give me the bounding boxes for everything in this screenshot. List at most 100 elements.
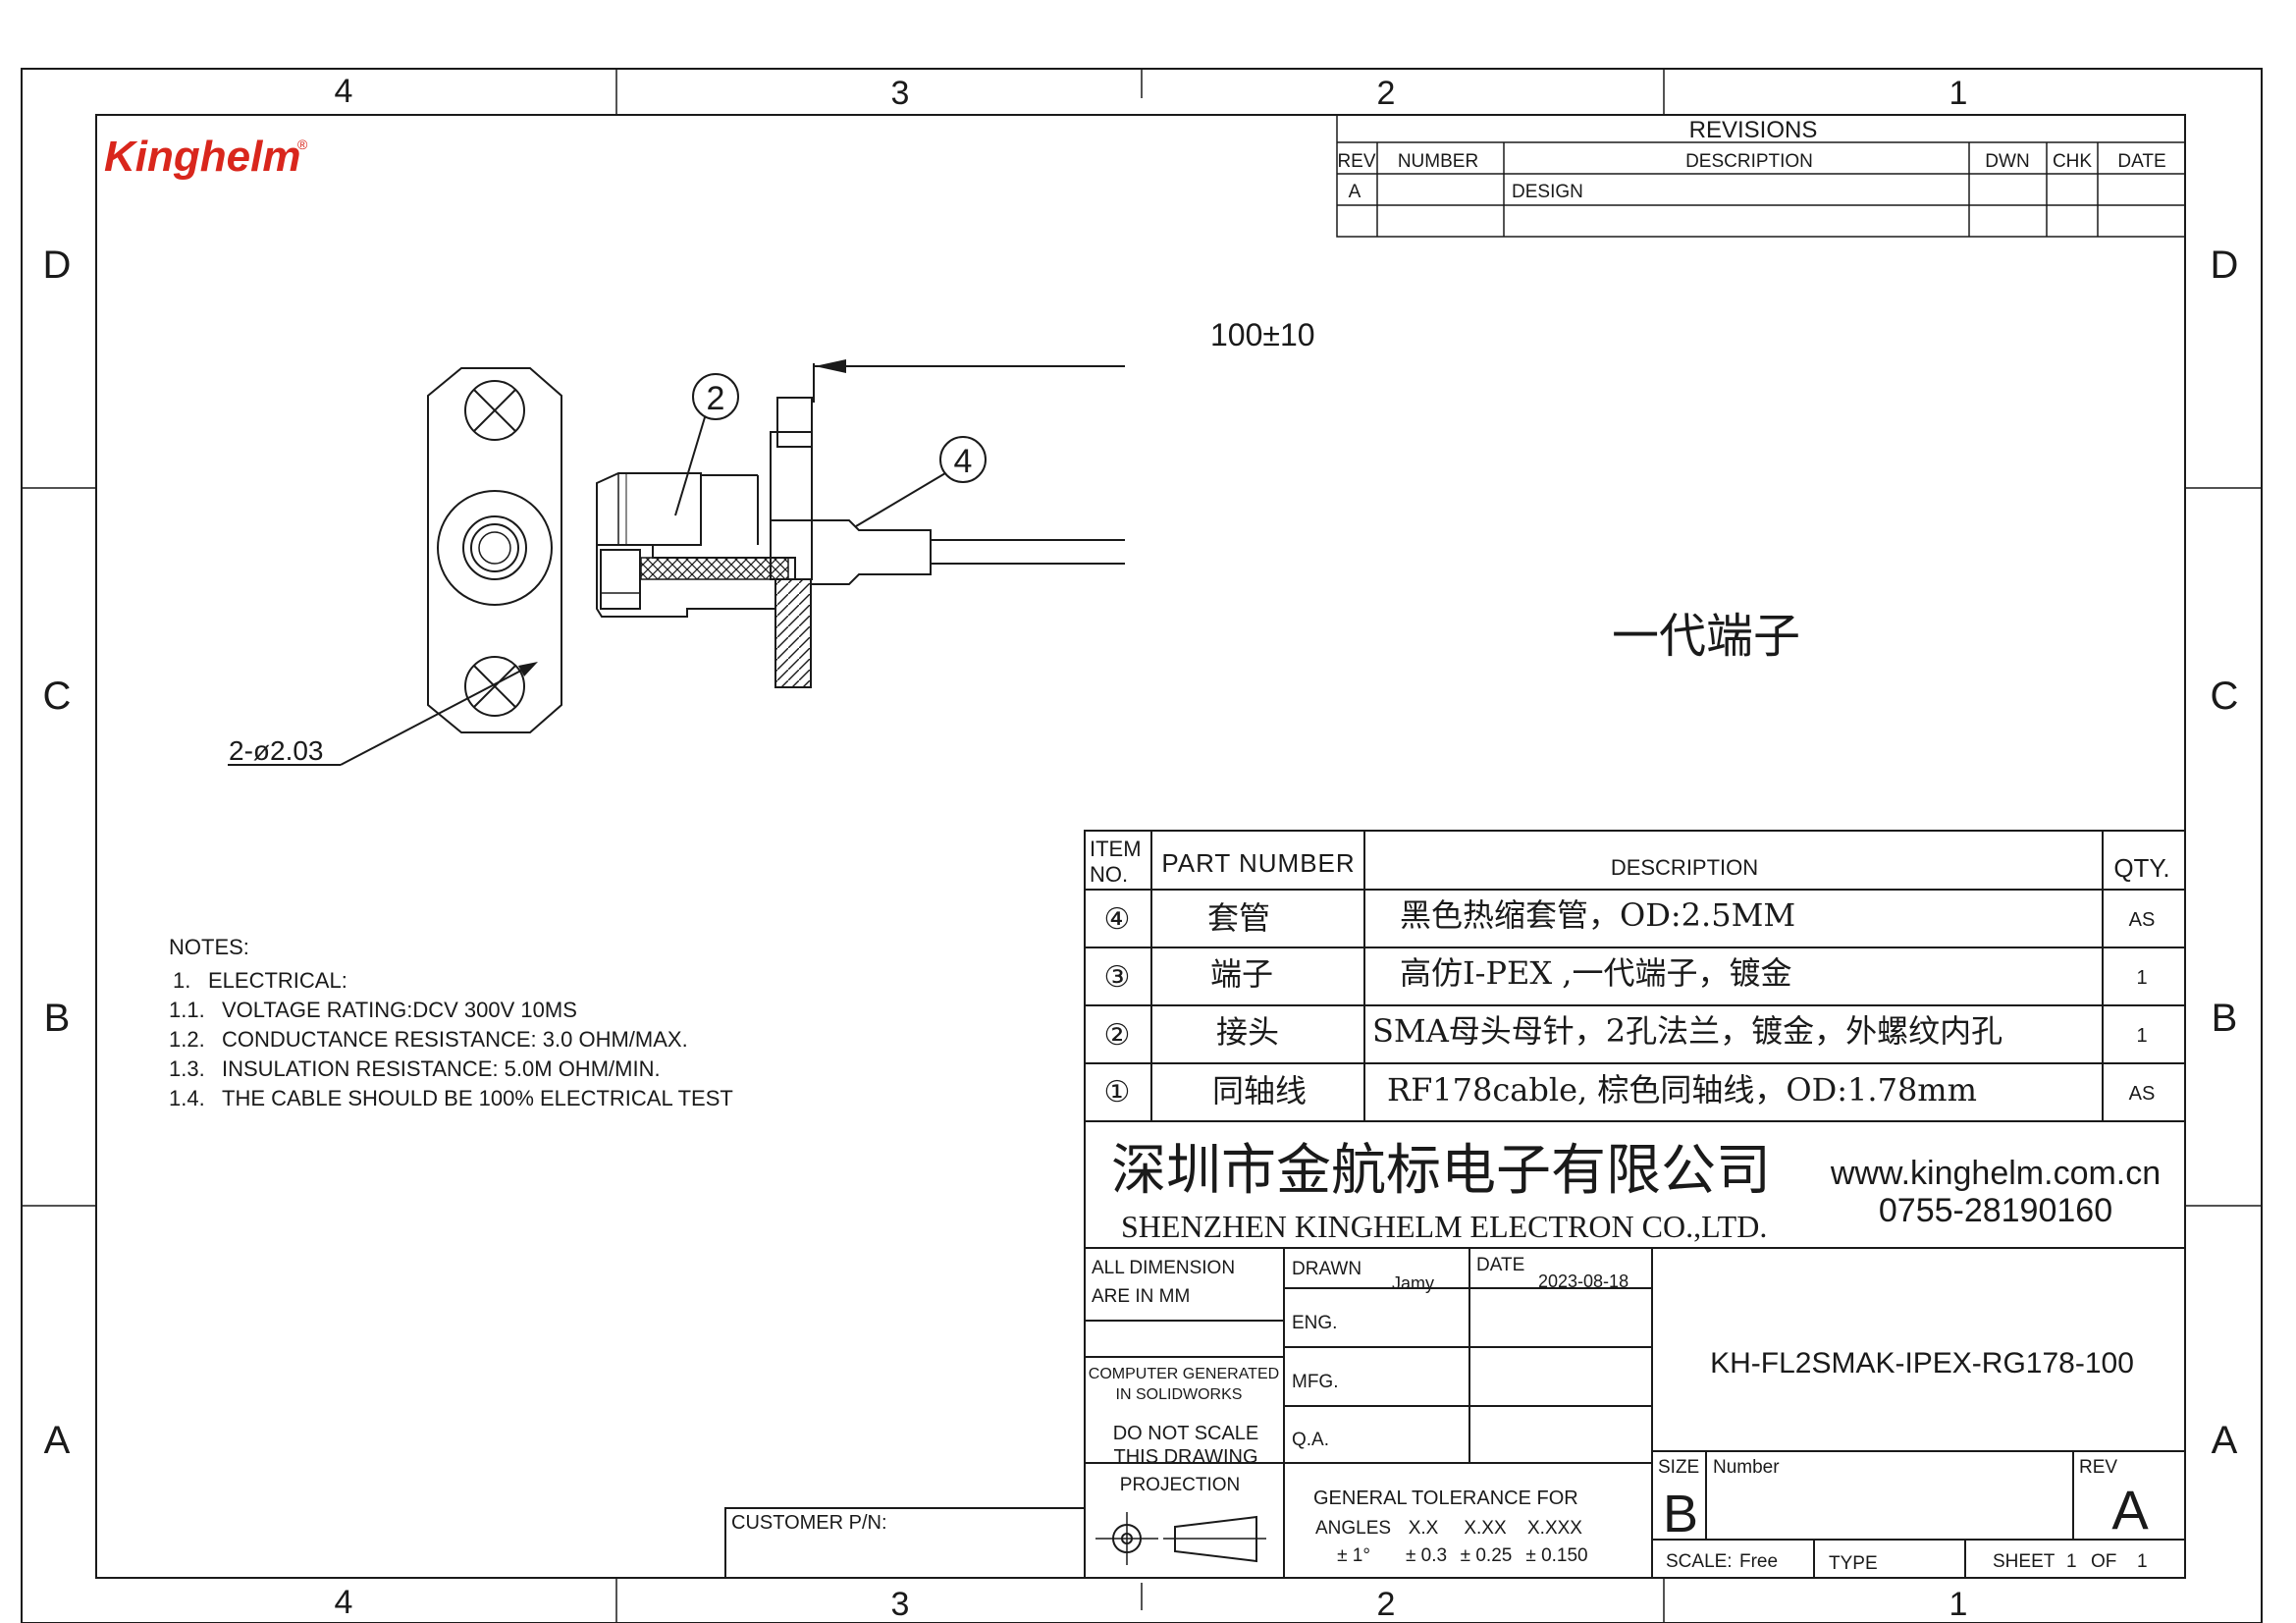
bom-row-item: ④ <box>1104 902 1131 937</box>
balloon-2: 2 <box>707 380 725 417</box>
bom-row-part: 端子 <box>1210 955 1273 993</box>
scale-value: Free <box>1739 1551 1778 1572</box>
description-col-header: DESCRIPTION <box>1685 151 1813 172</box>
tolerance-x1-value: ± 0.3 <box>1406 1545 1447 1566</box>
company-block: 深圳市金航标电子有限公司 SHENZHEN KINGHELM ELECTRON … <box>1084 1120 2186 1249</box>
zone-left-D: D <box>43 243 72 287</box>
zone-bottom-4: 4 <box>335 1584 353 1621</box>
mfg-label: MFG. <box>1292 1372 1339 1392</box>
scale-label: SCALE: <box>1666 1551 1733 1572</box>
bom-row-part: 套管 <box>1207 899 1270 937</box>
svg-text:®: ® <box>297 136 308 152</box>
company-name-cn: 深圳市金航标电子有限公司 <box>1111 1139 1771 1203</box>
zone-right-C: C <box>2211 675 2239 718</box>
projection-symbol <box>1095 1512 1266 1565</box>
computer-generated-line1: COMPUTER GENERATED <box>1089 1366 1279 1382</box>
of-label: OF <box>2091 1551 2116 1572</box>
all-dimension-line2: ARE IN MM <box>1092 1286 1190 1307</box>
note-line: 1.3.INSULATION RESISTANCE: 5.0M OHM/MIN. <box>169 1056 661 1081</box>
bom-row-part: 同轴线 <box>1212 1072 1307 1109</box>
number-col-header: NUMBER <box>1398 151 1478 172</box>
projection-label: PROJECTION <box>1120 1475 1240 1495</box>
connector-side-view: 2 4 <box>596 373 1125 688</box>
zone-bottom-1: 1 <box>1949 1586 1968 1623</box>
zone-right-B: B <box>2212 997 2238 1040</box>
chk-col-header: CHK <box>2053 151 2092 172</box>
date-label: DATE <box>1476 1255 1524 1275</box>
revisions-title: REVISIONS <box>1689 117 1818 143</box>
zone-bottom-3: 3 <box>891 1586 910 1623</box>
size-value: B <box>1663 1485 1698 1543</box>
length-dim-label: 100±10 <box>1210 317 1315 352</box>
bom-row-desc: RF178cable, 棕色同轴线，OD:1.78mm <box>1387 1071 1977 1109</box>
flange-front-view: 2-ø2.03 <box>228 367 562 766</box>
zone-top-2: 2 <box>1377 75 1396 112</box>
tolerance-x3-value: ± 0.150 <box>1525 1545 1587 1566</box>
bom-row-item: ① <box>1104 1075 1131 1109</box>
bom-row-desc: 高仿I-PEX ,一代端子，镀金 <box>1400 954 1791 992</box>
part-number: KH-FL2SMAK-IPEX-RG178-100 <box>1710 1347 2134 1380</box>
do-not-scale-line2: THIS DRAWING <box>1113 1446 1257 1468</box>
customer-pn-label: CUSTOMER P/N: <box>731 1512 887 1534</box>
all-dimension-line1: ALL DIMENSION <box>1092 1258 1235 1278</box>
bom-qty-header: QTY. <box>2113 853 2169 883</box>
note-line: 1.1.VOLTAGE RATING:DCV 300V 10MS <box>169 998 577 1022</box>
sheet-label: SHEET <box>1993 1551 2056 1572</box>
zone-top-4: 4 <box>335 73 353 110</box>
eng-label: ENG. <box>1292 1313 1337 1333</box>
balloon-4: 4 <box>954 443 973 480</box>
note-line: 1.2.CONDUCTANCE RESISTANCE: 3.0 OHM/MAX. <box>169 1027 688 1052</box>
bom-row-qty: 1 <box>2136 967 2147 989</box>
company-website: www.kinghelm.com.cn <box>1830 1155 2161 1192</box>
bom-item-header-no: NO. <box>1090 862 1128 887</box>
svg-text:Kinghelm: Kinghelm <box>104 133 300 181</box>
tolerance-x2-value: ± 0.25 <box>1461 1545 1513 1566</box>
tolerance-angle-value: ± 1° <box>1337 1545 1370 1566</box>
title-block: ALL DIMENSION ARE IN MM COMPUTER GENERAT… <box>1084 1247 2186 1579</box>
zone-left-B: B <box>44 997 71 1040</box>
bom-item-header: ITEM <box>1090 837 1142 861</box>
bom-row-item: ② <box>1104 1018 1131 1053</box>
date-value: 2023-08-18 <box>1538 1271 1629 1291</box>
zone-right-A: A <box>2212 1419 2238 1462</box>
drawn-label: DRAWN <box>1292 1259 1362 1279</box>
rev-value: A <box>2111 1479 2149 1541</box>
revision-row-description: DESIGN <box>1512 182 1583 202</box>
note-line: 1.ELECTRICAL: <box>173 968 347 993</box>
bom-desc-header: DESCRIPTION <box>1611 855 1758 880</box>
qa-label: Q.A. <box>1292 1430 1329 1450</box>
tolerance-x3: X.XXX <box>1527 1518 1582 1539</box>
length-dimension: 100±10 <box>813 317 1315 403</box>
bom-row-desc: SMA母头母针，2孔法兰，镀金，外螺纹内孔 <box>1372 1012 2002 1050</box>
notes-block: NOTES: 1.ELECTRICAL: 1.1.VOLTAGE RATING:… <box>169 933 758 1110</box>
tolerance-title: GENERAL TOLERANCE FOR <box>1313 1488 1578 1509</box>
bom-table: ITEM NO. PART NUMBER DESCRIPTION QTY. ④ … <box>1084 830 2186 1122</box>
kinghelm-logo: Kinghelm ® <box>104 133 308 181</box>
bom-row-qty: 1 <box>2136 1025 2147 1047</box>
zone-left-A: A <box>44 1419 71 1462</box>
terminal-label: 一代端子 <box>1612 609 1800 664</box>
rev-label: REV <box>2079 1457 2117 1478</box>
size-label: SIZE <box>1658 1457 1699 1478</box>
drawn-value: Jamy <box>1392 1273 1434 1293</box>
zone-left-C: C <box>43 675 72 718</box>
bom-row-part: 接头 <box>1216 1013 1279 1051</box>
do-not-scale-line1: DO NOT SCALE <box>1113 1423 1259 1444</box>
number-label: Number <box>1713 1457 1780 1478</box>
zone-top-1: 1 <box>1949 75 1968 112</box>
type-label: TYPE <box>1829 1553 1878 1574</box>
note-line: 1.4.THE CABLE SHOULD BE 100% ELECTRICAL … <box>169 1086 733 1110</box>
bom-row-qty: AS <box>2129 909 2156 931</box>
company-name-en: SHENZHEN KINGHELM ELECTRON CO.,LTD. <box>1121 1209 1767 1244</box>
dwn-col-header: DWN <box>1985 151 2029 172</box>
hole-dim-label: 2-ø2.03 <box>229 735 324 766</box>
sheet-number: 1 <box>2066 1551 2077 1572</box>
revision-row-rev: A <box>1349 182 1362 202</box>
bom-row-desc: 黑色热缩套管，OD:2.5MM <box>1400 896 1795 934</box>
zone-bottom-2: 2 <box>1377 1586 1396 1623</box>
tolerance-angles: ANGLES <box>1315 1518 1391 1539</box>
bom-row-item: ③ <box>1104 960 1131 995</box>
date-col-header: DATE <box>2117 151 2165 172</box>
bom-row-qty: AS <box>2129 1083 2156 1105</box>
